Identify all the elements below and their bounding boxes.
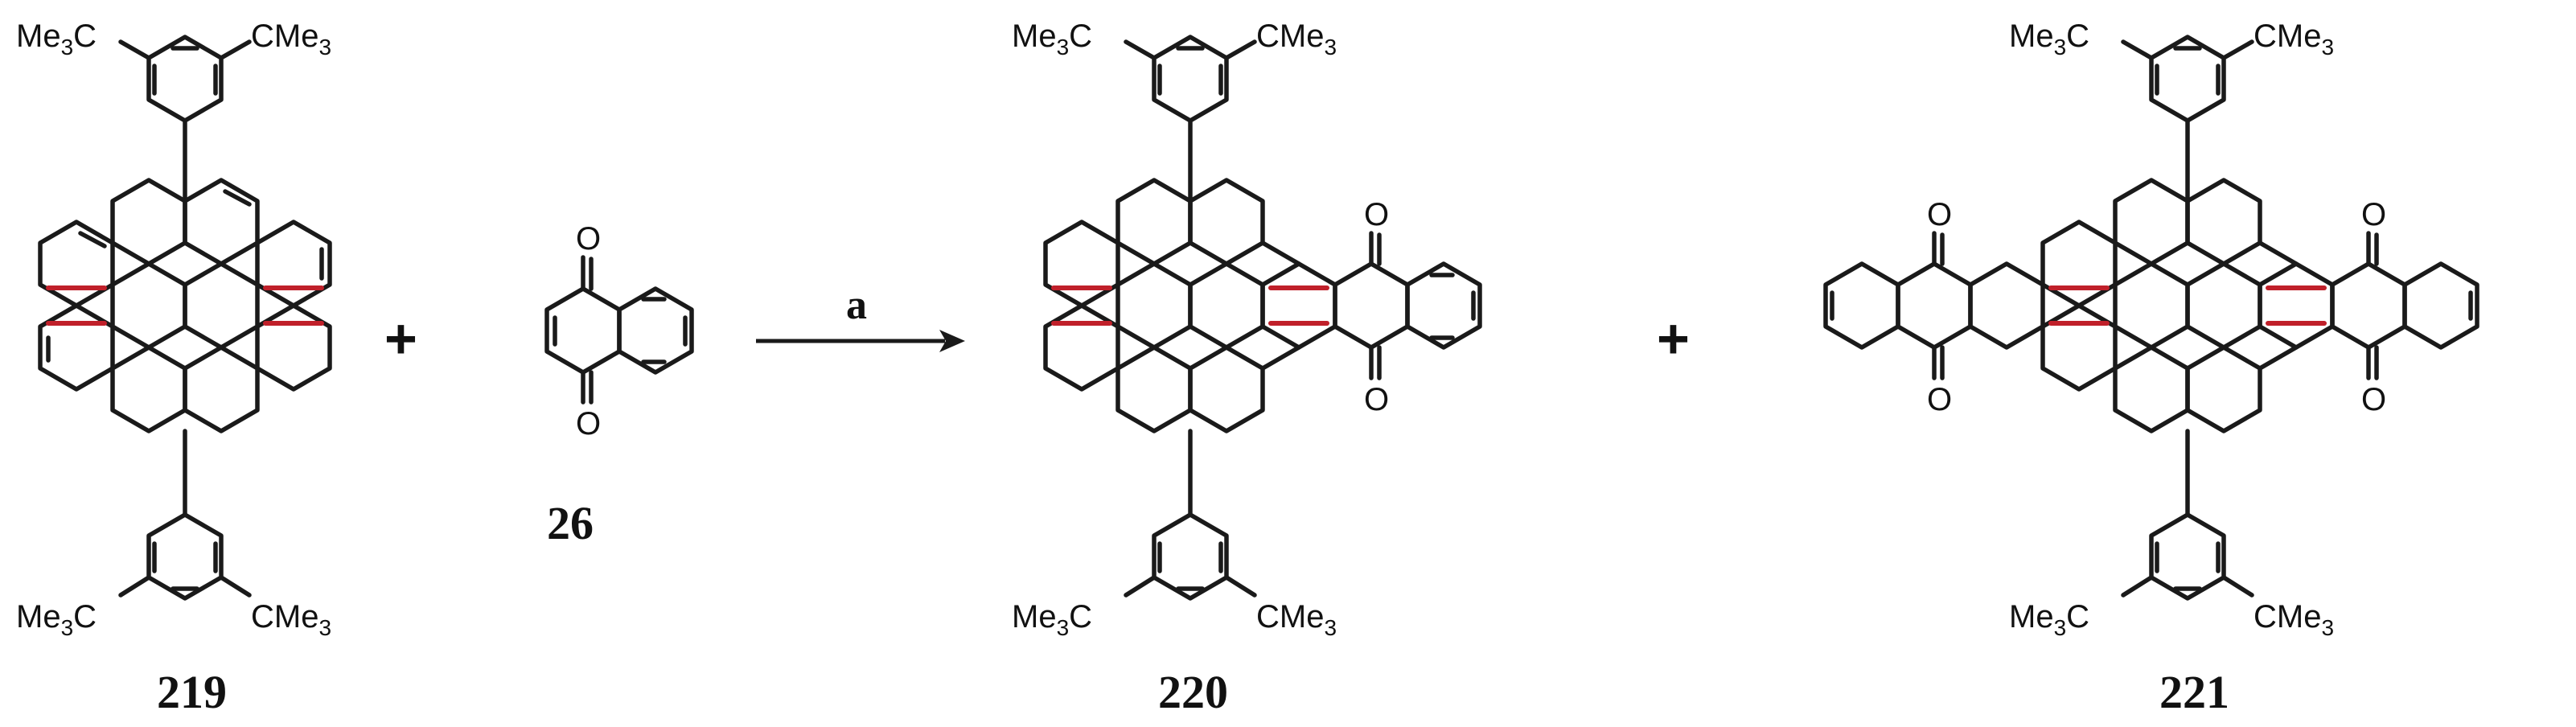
tbu-label: CMe3 xyxy=(1256,18,1337,60)
compound-219: Me3C CMe3 xyxy=(16,18,332,718)
tbu-label: Me3C xyxy=(1012,18,1092,60)
tbu-label: Me3C xyxy=(16,18,97,60)
plus-sign: + xyxy=(384,307,417,370)
aryl-bottom-219 xyxy=(118,429,252,601)
pah-core-221: O O O O xyxy=(1823,178,2479,433)
oxygen-label: O xyxy=(1927,197,1952,232)
compound-number-219: 219 xyxy=(157,666,227,718)
aryl-bottom-220 xyxy=(1124,429,1257,601)
oxygen-label: O xyxy=(2361,197,2386,232)
tbu-label: Me3C xyxy=(16,599,97,640)
tbu-label: Me3C xyxy=(1012,599,1092,640)
oxygen-label: O xyxy=(1364,382,1389,417)
oxygen-label: O xyxy=(2361,382,2386,417)
pah-core-220: O O xyxy=(1043,178,1482,433)
compound-number-220: 220 xyxy=(1158,666,1228,718)
oxygen-label: O xyxy=(1927,382,1952,417)
tbu-label: CMe3 xyxy=(251,18,331,60)
compound-26: O O 26 xyxy=(544,221,694,549)
condition-label: a xyxy=(846,282,867,328)
aryl-top-220 xyxy=(1124,35,1257,203)
compound-number-26: 26 xyxy=(547,497,594,549)
oxygen-label: O xyxy=(1364,197,1389,232)
tbu-label: CMe3 xyxy=(251,599,331,640)
aryl-top-221 xyxy=(2121,35,2254,203)
compound-220: Me3C CMe3 O O xyxy=(1012,18,1482,718)
tbu-label: Me3C xyxy=(2009,18,2089,60)
aryl-top-219 xyxy=(118,35,252,203)
aryl-bottom-221 xyxy=(2121,429,2254,601)
reaction-arrow: a xyxy=(756,282,965,352)
oxygen-label: O xyxy=(576,221,601,257)
tbu-label: CMe3 xyxy=(1256,599,1337,640)
plus-sign: + xyxy=(1657,307,1690,370)
compound-221: Me3C CMe3 O O xyxy=(1823,18,2479,718)
tbu-label: CMe3 xyxy=(2253,18,2334,60)
tbu-label: CMe3 xyxy=(2253,599,2334,640)
tbu-label: Me3C xyxy=(2009,599,2089,640)
oxygen-label: O xyxy=(576,406,601,442)
compound-number-221: 221 xyxy=(2159,666,2229,718)
pah-core-219 xyxy=(38,178,332,433)
